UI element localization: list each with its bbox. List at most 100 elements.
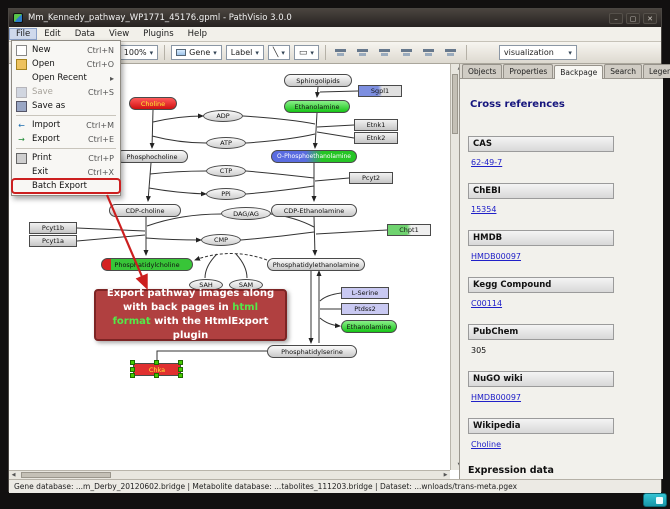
tab-backpage[interactable]: Backpage [554, 65, 604, 79]
scroll-left-icon[interactable]: ◀ [11, 472, 16, 478]
selection-handle[interactable] [130, 366, 135, 372]
selection-handle[interactable] [178, 360, 183, 365]
taskbar-fragment [643, 493, 667, 507]
maximize-button[interactable]: ▢ [626, 12, 640, 24]
pathway-node-pcyt1b[interactable]: Pcyt1b [29, 222, 77, 234]
vertical-scrollbar[interactable]: ▲ ▼ [450, 64, 459, 470]
line-tool-dropdown[interactable]: ╲ ▾ [267, 45, 290, 60]
visualization-dropdown[interactable]: visualization ▾ [498, 45, 577, 60]
pathway-node-phosphocholine[interactable]: Phosphocholine [116, 150, 188, 163]
tab-properties[interactable]: Properties [503, 64, 554, 78]
file-menu-item-label: Print [32, 153, 52, 163]
pathway-node-phosphatidylethanolamine[interactable]: Phosphatidylethanolamine [267, 258, 365, 271]
pathway-node-sphingolipids[interactable]: Sphingolipids [284, 74, 352, 87]
selection-handle[interactable] [154, 360, 159, 365]
pathway-node-ethanolamine[interactable]: Ethanolamine [341, 320, 397, 333]
selection-handle[interactable] [178, 373, 183, 378]
align-right-button[interactable] [376, 44, 394, 61]
menu-help[interactable]: Help [187, 29, 208, 39]
scrollbar-thumb[interactable] [452, 74, 458, 134]
pathway-node-pcyt2[interactable]: Pcyt2 [349, 172, 393, 184]
pathway-node-phosphatidylcholine[interactable]: Phosphatidylcholine [101, 258, 193, 271]
xref-link[interactable]: HMDB00097 [471, 393, 522, 402]
xref-link[interactable]: HMDB00097 [471, 252, 522, 261]
xref-link[interactable]: C00114 [471, 299, 503, 308]
pathway-node-o-phosphoethanolamine[interactable]: O-Phosphoethanolamine [271, 150, 357, 163]
chevron-down-icon: ▾ [568, 48, 572, 57]
selection-handle[interactable] [154, 373, 159, 378]
xref-section-title: Kegg Compound [468, 277, 614, 293]
match-height-button[interactable] [442, 44, 460, 61]
print-icon [16, 152, 27, 164]
pathway-node-adp[interactable]: ADP [203, 110, 243, 122]
datanode-template-dropdown[interactable]: Gene ▾ [171, 45, 222, 60]
file-menu-item-label: Export [32, 134, 60, 144]
tab-objects[interactable]: Objects [462, 64, 503, 78]
xref-link[interactable]: Choline [471, 440, 501, 449]
scroll-right-icon[interactable]: ▶ [443, 472, 448, 478]
pathway-node-chpt1[interactable]: Chpt1 [387, 224, 431, 236]
file-menu-item-save-as[interactable]: Save as [12, 99, 120, 113]
xref-link[interactable]: 62-49-7 [471, 158, 503, 167]
pathway-node-ethanolamine[interactable]: Ethanolamine [284, 100, 350, 113]
selection-handle[interactable] [178, 366, 183, 372]
selection-handle[interactable] [130, 373, 135, 378]
menu-data[interactable]: Data [74, 29, 95, 39]
label-template-label: Label [230, 48, 253, 57]
tab-legend[interactable]: Legend [642, 64, 670, 78]
zoom-combobox[interactable]: 100% ▾ [118, 45, 159, 60]
pathway-node-cdp-ethanolamine[interactable]: CDP-Ethanolamine [271, 204, 357, 217]
scroll-up-icon[interactable]: ▲ [455, 64, 459, 73]
horizontal-scrollbar[interactable]: ◀ ▶ [9, 470, 450, 479]
menu-file[interactable]: File [9, 28, 38, 40]
pathway-node-ppi[interactable]: PPi [206, 188, 246, 200]
pathway-node-pcyt1a[interactable]: Pcyt1a [29, 235, 77, 247]
pathway-node-atp[interactable]: ATP [206, 137, 246, 149]
zoom-value: 100% [123, 48, 147, 57]
pathway-node-etnk2[interactable]: Etnk2 [354, 132, 398, 144]
menu-plugins[interactable]: Plugins [143, 29, 174, 39]
no-icon [16, 167, 27, 178]
file-menu-item-open-recent[interactable]: Open Recent▸ [12, 71, 120, 85]
match-width-button[interactable] [420, 44, 438, 61]
align-left-button[interactable] [332, 44, 350, 61]
title-bar[interactable]: Mm_Kennedy_pathway_WP1771_45176.gpml - P… [9, 9, 661, 27]
menu-edit[interactable]: Edit [44, 29, 61, 39]
open-folder-icon [16, 58, 27, 70]
xref-link[interactable]: 15354 [471, 205, 497, 214]
pathway-node-ctp[interactable]: CTP [206, 165, 246, 177]
shape-tool-dropdown[interactable]: ▭ ▾ [293, 45, 319, 60]
pathway-node-cmp[interactable]: CMP [201, 234, 241, 246]
pathway-node-l-serine[interactable]: L-Serine [341, 287, 389, 299]
tab-search[interactable]: Search [604, 64, 642, 78]
pathway-node-etnk1[interactable]: Etnk1 [354, 119, 398, 131]
pathway-node-dag-ag[interactable]: DAG/AG [221, 207, 271, 220]
xref-section-title: Wikipedia [468, 418, 614, 434]
scrollbar-thumb[interactable] [21, 472, 111, 478]
minimize-button[interactable]: – [609, 12, 623, 24]
pathway-node-phosphatidylserine[interactable]: Phosphatidylserine [267, 345, 357, 358]
close-button[interactable]: ✕ [643, 12, 657, 24]
menu-view[interactable]: View [109, 29, 130, 39]
pathway-node-choline[interactable]: Choline [129, 97, 177, 110]
selection-handle[interactable] [130, 360, 135, 365]
pathway-node-ptdss2[interactable]: Ptdss2 [341, 303, 389, 315]
file-menu-item-batch-export[interactable]: Batch Export [11, 178, 121, 194]
align-top-button[interactable] [398, 44, 416, 61]
pathway-node-cdp-choline[interactable]: CDP-choline [109, 204, 181, 217]
chevron-down-icon: ▾ [255, 48, 259, 57]
pathway-node-sgpl1[interactable]: Sgpl1 [358, 85, 402, 97]
scroll-down-icon[interactable]: ▼ [455, 461, 459, 470]
align-center-button[interactable] [354, 44, 372, 61]
label-template-dropdown[interactable]: Label ▾ [225, 45, 264, 60]
